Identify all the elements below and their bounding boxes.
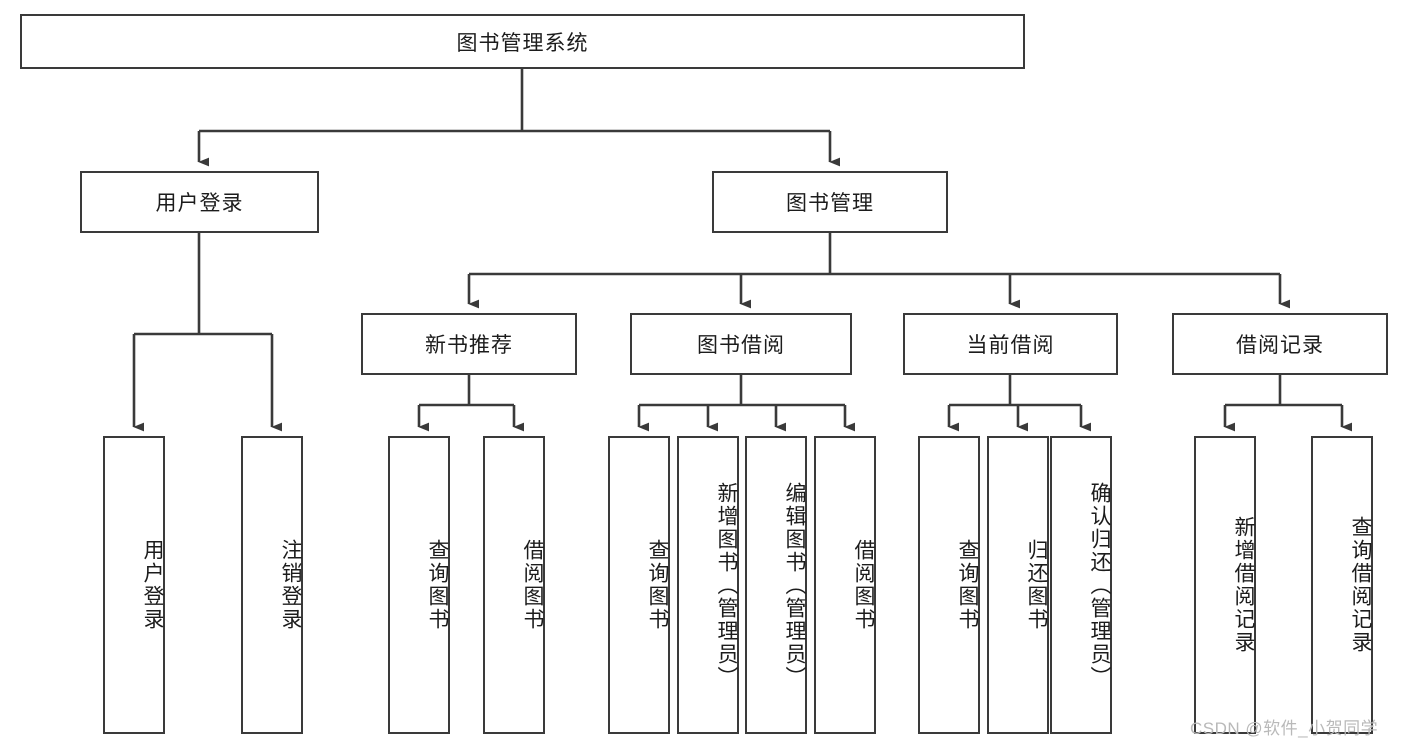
node-borrow-record[interactable]: 借阅记录 (1172, 313, 1388, 375)
node-label: 图书管理 (786, 192, 874, 215)
leaf-query-book-borrow[interactable]: 查询图书 (608, 436, 670, 734)
leaf-add-book-admin[interactable]: 新增图书（管理员） (677, 436, 739, 734)
node-label: 用户登录 (155, 192, 244, 215)
node-label: 用户登录 (141, 539, 164, 631)
leaf-borrow-book[interactable]: 借阅图书 (814, 436, 876, 734)
node-label: 新增借阅记录 (1232, 516, 1255, 654)
leaf-return-book[interactable]: 归还图书 (987, 436, 1049, 734)
leaf-borrow-book-new[interactable]: 借阅图书 (483, 436, 545, 734)
leaf-edit-book-admin[interactable]: 编辑图书（管理员） (745, 436, 807, 734)
node-label: 借阅图书 (852, 539, 875, 631)
node-label: 借阅记录 (1236, 334, 1324, 357)
leaf-query-book-current[interactable]: 查询图书 (918, 436, 980, 734)
leaf-query-borrow-record[interactable]: 查询借阅记录 (1311, 436, 1373, 734)
leaf-logout[interactable]: 注销登录 (241, 436, 303, 734)
node-label: 注销登录 (279, 539, 302, 631)
node-book-management[interactable]: 图书管理 (712, 171, 948, 233)
node-label: 编辑图书（管理员） (783, 481, 806, 689)
node-new-book-recommend[interactable]: 新书推荐 (361, 313, 577, 375)
node-label: 查询图书 (956, 539, 979, 631)
leaf-confirm-return-admin[interactable]: 确认归还（管理员） (1050, 436, 1112, 734)
node-label: 借阅图书 (521, 539, 544, 631)
node-label: 确认归还（管理员） (1088, 481, 1111, 689)
leaf-add-borrow-record[interactable]: 新增借阅记录 (1194, 436, 1256, 734)
node-label: 查询图书 (646, 539, 669, 631)
node-root[interactable]: 图书管理系统 (20, 14, 1025, 69)
leaf-query-book-new[interactable]: 查询图书 (388, 436, 450, 734)
node-user-login[interactable]: 用户登录 (80, 171, 319, 233)
node-label: 图书借阅 (697, 334, 785, 357)
node-label: 新增图书（管理员） (715, 481, 738, 689)
node-current-borrow[interactable]: 当前借阅 (903, 313, 1118, 375)
watermark: CSDN @软件_小贺同学 (1190, 719, 1379, 738)
leaf-user-login[interactable]: 用户登录 (103, 436, 165, 734)
node-label: 图书管理系统 (456, 31, 589, 55)
node-book-borrow[interactable]: 图书借阅 (630, 313, 852, 375)
node-label: 查询借阅记录 (1349, 516, 1372, 654)
node-label: 归还图书 (1025, 539, 1048, 631)
node-label: 当前借阅 (966, 334, 1055, 357)
node-label: 新书推荐 (425, 334, 513, 357)
node-label: 查询图书 (426, 539, 449, 631)
